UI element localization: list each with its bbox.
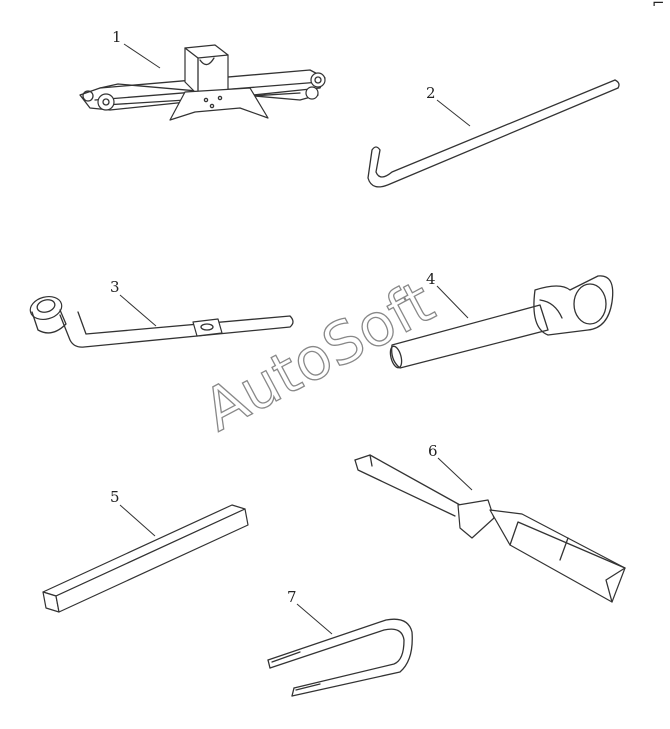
tool-1-scissor-jack (79, 44, 326, 121)
leader-7 (296, 603, 333, 635)
tool-3-wheel-nut-wrench (29, 295, 294, 348)
leader-3 (119, 294, 157, 327)
callout-6: 6 (428, 442, 438, 460)
callout-7: 7 (287, 588, 297, 606)
callout-1: 1 (112, 28, 122, 46)
autosoft-watermark: AutoSoft (193, 267, 445, 444)
tool-7-fuse-puller (267, 618, 413, 697)
corner-mark: ⌐ (652, 0, 665, 12)
callout-5: 5 (110, 488, 120, 506)
leader-6 (437, 457, 473, 491)
callout-2: 2 (426, 84, 436, 102)
callout-3: 3 (110, 278, 120, 296)
tool-4-towing-eye (389, 275, 614, 369)
tool-2-hook-rod (367, 79, 620, 188)
leader-1 (123, 43, 161, 69)
callout-4: 4 (426, 270, 436, 288)
tool-5-wooden-block (42, 504, 249, 613)
leader-4 (436, 285, 469, 319)
tool-6-screwdriver (354, 454, 626, 603)
leader-2 (436, 99, 471, 127)
leader-5 (119, 504, 156, 537)
